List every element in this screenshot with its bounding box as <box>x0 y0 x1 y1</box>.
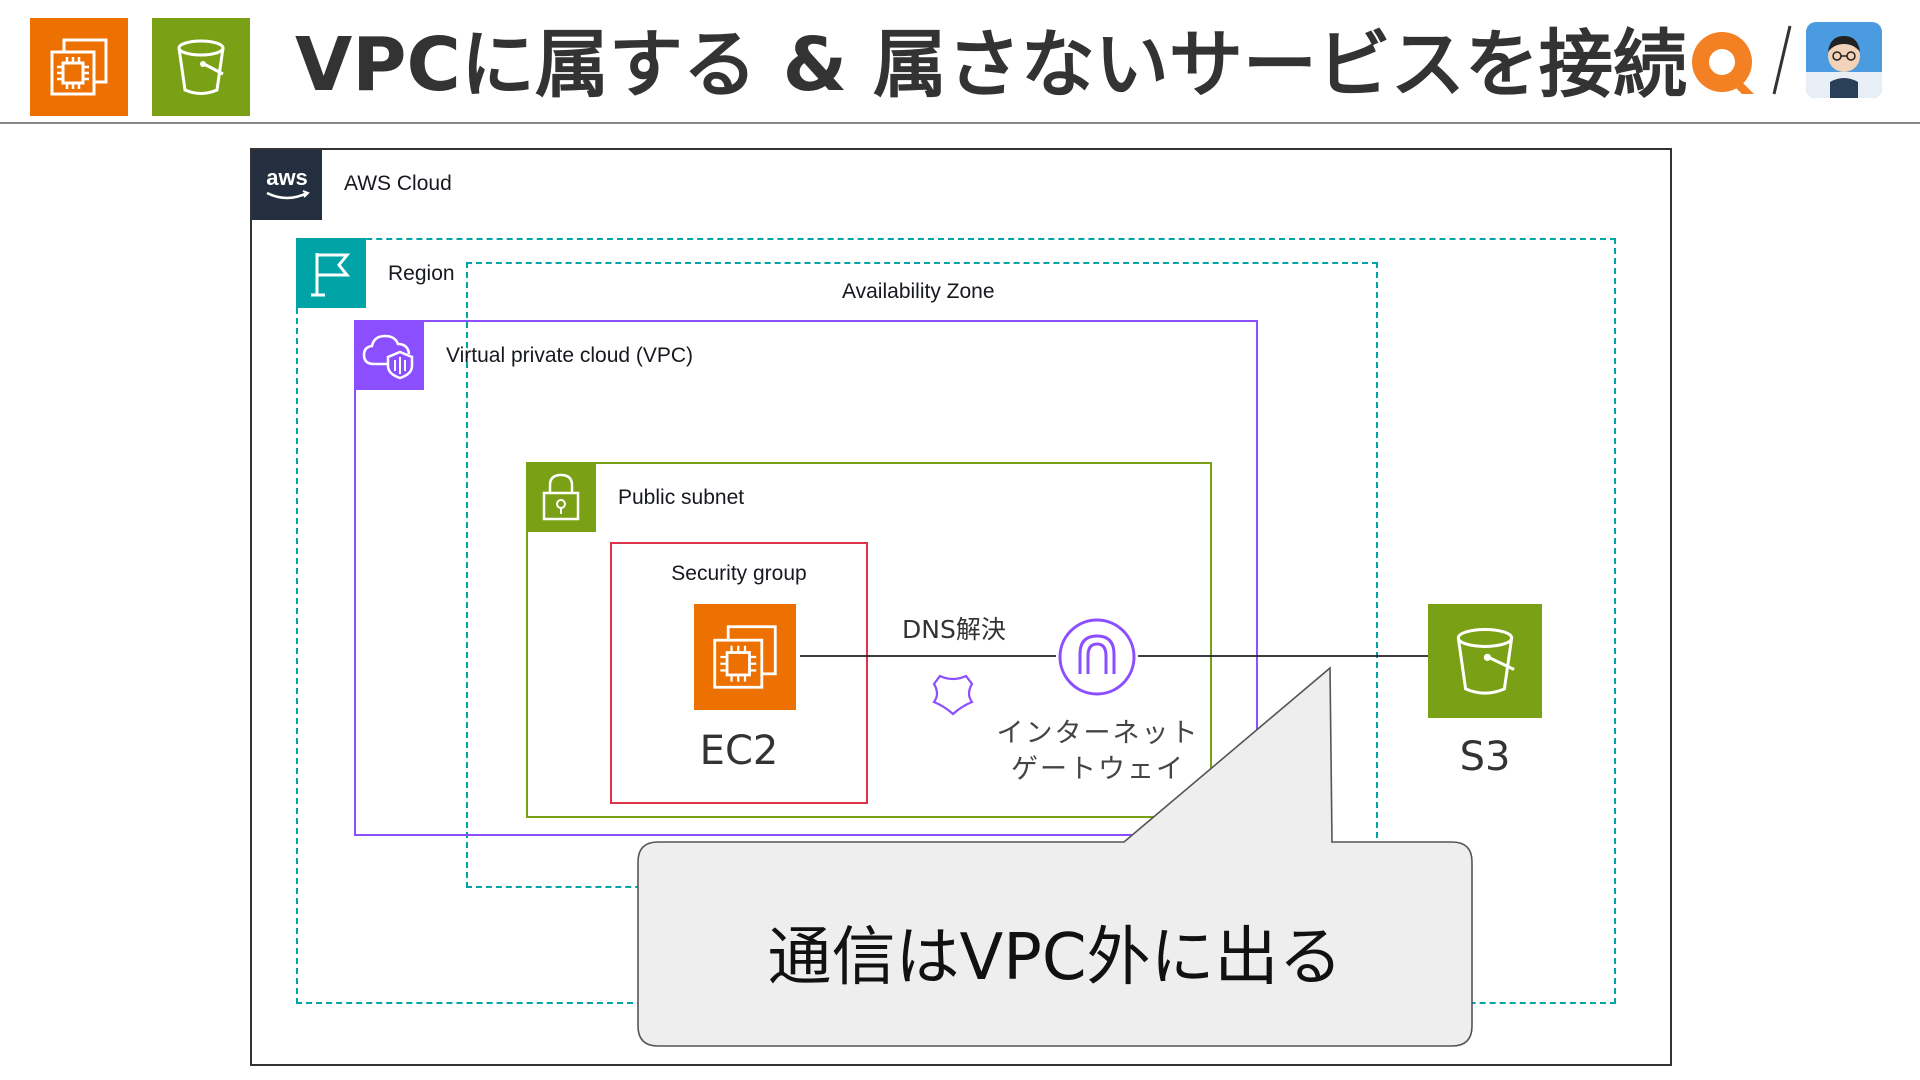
ec2-service-icon <box>30 18 128 116</box>
svg-text:aws: aws <box>266 165 308 190</box>
callout-text: 通信はVPC外に出る <box>767 921 1343 995</box>
s3-service-icon <box>152 18 250 116</box>
dns-resolution-label: DNS解決 <box>902 615 1006 644</box>
public-subnet-label: Public subnet <box>618 486 745 509</box>
lock-icon <box>526 462 596 532</box>
shield-badge-icon <box>928 668 978 718</box>
brand-logo-icon <box>1682 20 1778 106</box>
aws-logo-icon: aws <box>252 150 322 220</box>
header-divider <box>0 122 1920 124</box>
presenter-avatar <box>1806 22 1882 98</box>
ec2-label: EC2 <box>699 728 779 774</box>
security-group <box>610 542 868 804</box>
aws-cloud-group: aws AWS Cloud Region Availability Zone V… <box>250 148 1672 1066</box>
internet-gateway-icon <box>1056 616 1138 698</box>
igw-label-line1: インターネット <box>996 718 1200 749</box>
security-group-label: Security group <box>671 562 807 585</box>
public-subnet-group <box>526 462 1212 818</box>
vpc-cloud-shield-icon <box>354 320 424 390</box>
availability-zone-label: Availability Zone <box>842 280 995 303</box>
vpc-label: Virtual private cloud (VPC) <box>446 344 694 367</box>
igw-label-line2: ゲートウェイ <box>1011 754 1185 785</box>
aws-cloud-label: AWS Cloud <box>344 172 452 195</box>
callout-bubble <box>637 666 1473 1047</box>
divider-slash <box>1770 22 1794 98</box>
s3-label: S3 <box>1459 734 1511 780</box>
s3-bucket-icon <box>1428 604 1542 718</box>
region-label: Region <box>388 262 455 285</box>
connection-lines <box>800 655 1428 657</box>
flag-icon <box>296 238 366 308</box>
internet-gateway-label: インターネット ゲートウェイ <box>984 716 1212 788</box>
slide-header: VPCに属する & 属さないサービスを接続 <box>0 0 1920 124</box>
ec2-instance-icon <box>694 604 796 710</box>
vpc-group <box>354 320 1258 836</box>
page-title: VPCに属する & 属さないサービスを接続 <box>295 22 1687 108</box>
